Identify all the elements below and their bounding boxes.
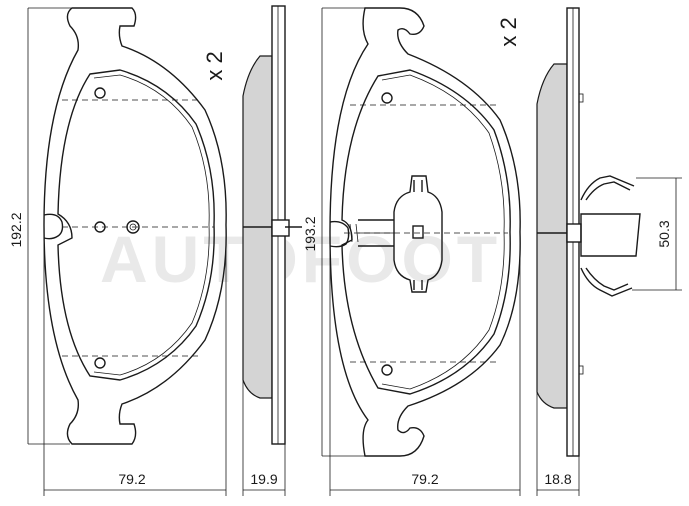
watermark-text: AUTOFOOT — [100, 222, 501, 296]
right-pad-friction-outline — [341, 69, 511, 395]
left-pad-width-label: 79.2 — [118, 471, 145, 487]
left-pad-friction-outline — [57, 69, 215, 381]
left-pad-center-notch — [43, 213, 64, 240]
right-pad-front-view — [329, 7, 521, 457]
left-pad-width-dimension: 79.2 — [43, 228, 227, 496]
left-pad-height-label: 192.2 — [8, 212, 24, 247]
right-pad-thickness-dimension: 18.8 — [536, 392, 580, 496]
left-pad-upper-hole — [94, 87, 106, 99]
right-pad-friction-inner — [381, 74, 505, 390]
left-pad-backing-plate — [43, 7, 227, 445]
left-pad-side-clip — [271, 219, 290, 237]
right-pad-height-label: 193.2 — [302, 216, 318, 251]
left-pad-lower-hole — [94, 357, 106, 369]
right-pad-lower-hole — [381, 364, 393, 376]
right-pad-height-dimension: 193.2 — [302, 7, 365, 457]
right-pad-side-spring-clip — [580, 175, 641, 297]
right-pad-upper-hole — [381, 92, 393, 104]
right-pad-quantity: x 2 — [496, 17, 521, 46]
right-pad-width-label: 79.2 — [411, 471, 438, 487]
left-pad-friction-inner — [93, 74, 210, 376]
left-pad-side-view — [242, 5, 302, 445]
right-pad-clip-dimension: 50.3 — [632, 177, 682, 291]
right-pad-center-notch — [329, 220, 350, 248]
right-pad-backing-plate — [329, 7, 521, 457]
left-pad-front-view — [43, 7, 227, 445]
left-pad-quantity: x 2 — [202, 51, 227, 80]
right-pad-side-lining — [536, 63, 568, 409]
right-pad-thickness-label: 18.8 — [544, 471, 571, 487]
left-pad-height-dimension: 192.2 — [8, 7, 72, 445]
left-pad-thickness-label: 19.9 — [250, 471, 277, 487]
right-pad-clip-label: 50.3 — [656, 220, 672, 247]
right-pad-width-dimension: 79.2 — [329, 246, 521, 496]
left-pad-thickness-dimension: 19.9 — [242, 380, 286, 496]
right-pad-side-view — [536, 7, 641, 457]
